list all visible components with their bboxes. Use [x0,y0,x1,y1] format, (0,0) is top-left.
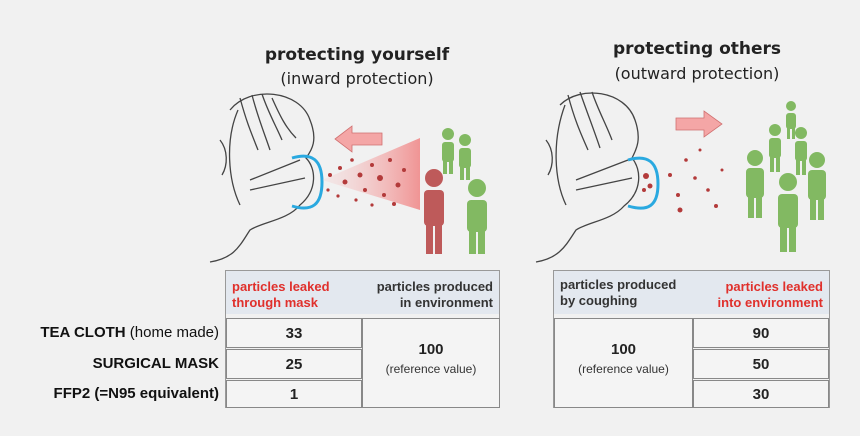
left-value-ffp2: 1 [226,380,362,408]
outward-arrow-icon [676,111,722,137]
left-header-leaked: particles leaked through mask [226,271,364,314]
right-header-produced: particles produced by coughing [554,271,692,314]
right-mask-icon [628,158,658,208]
left-header-produced: particles produced in environment [364,271,499,314]
row-label-tea-cloth: TEA CLOTH (home made) [4,324,219,341]
row-label-ffp2: FFP2 (=N95 equivalent) [4,385,219,402]
left-mask-icon [292,156,322,208]
row-label-surgical-mask: SURGICAL MASK [4,355,219,372]
left-head-sketch [210,94,314,262]
left-reference-label: (reference value) [362,362,500,376]
right-people [746,101,826,252]
right-reference-label: (reference value) [554,362,693,376]
right-value-surgical-mask: 50 [693,349,829,379]
left-value-tea-cloth: 33 [226,318,362,348]
right-subtitle: (outward protection) [567,64,827,83]
left-people [424,128,487,254]
left-title: protecting yourself [227,45,487,65]
inhale-cone [322,138,420,210]
left-subtitle: (inward protection) [227,69,487,88]
right-header-leaked: particles leaked into environment [692,271,829,314]
right-reference-value: 100 [554,341,693,358]
left-reference-value: 100 [362,341,500,358]
right-head-sketch [536,92,639,262]
left-value-surgical-mask: 25 [226,349,362,379]
inward-arrow-icon [335,126,382,152]
right-value-tea-cloth: 90 [693,318,829,348]
right-title: protecting others [567,39,827,59]
right-value-ffp2: 30 [693,380,829,408]
